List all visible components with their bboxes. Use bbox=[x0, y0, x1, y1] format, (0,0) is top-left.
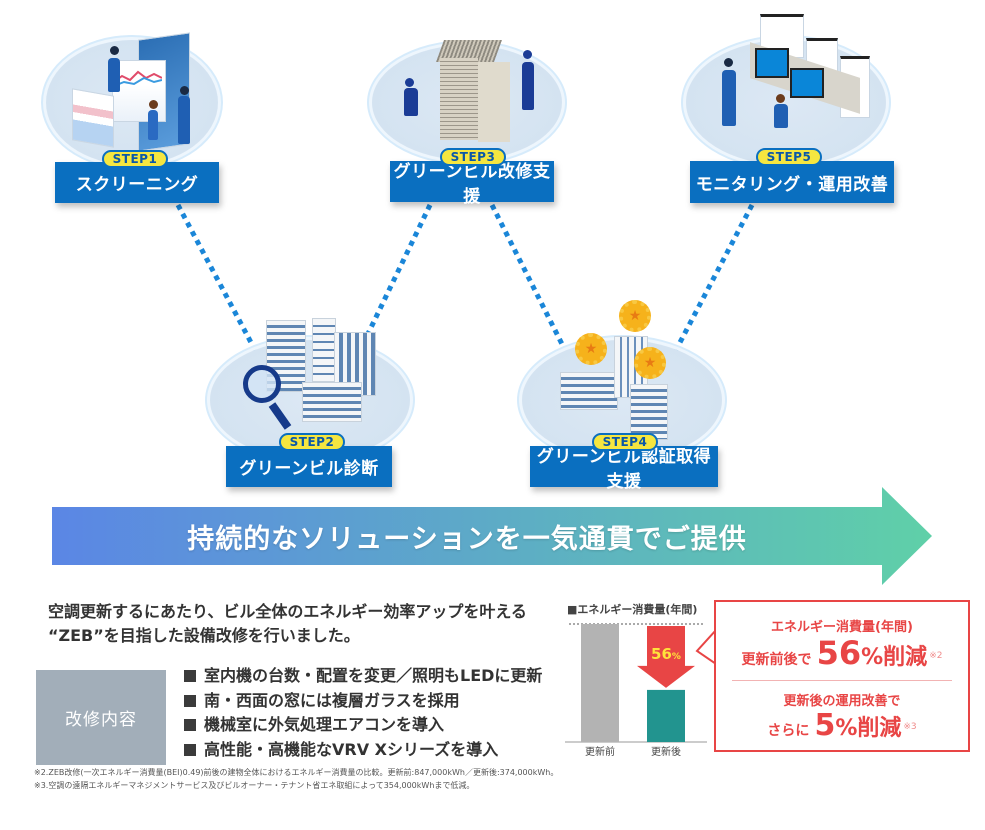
step-2-badge: STEP2 bbox=[279, 433, 345, 451]
step-1-label[interactable]: スクリーニング bbox=[55, 162, 219, 203]
renovation-label-box: 改修内容 bbox=[36, 670, 166, 765]
reduction-arrow-icon bbox=[637, 626, 695, 688]
step-4-label[interactable]: グリーンビル認証取得支援 bbox=[530, 446, 718, 492]
step-3-label[interactable]: グリーンビル改修支援 bbox=[390, 161, 554, 207]
reduction-value: 56 bbox=[651, 645, 672, 663]
banner-text: 持続的なソリューションを一気通貫でご提供 bbox=[187, 523, 747, 555]
renovation-label: 改修内容 bbox=[65, 710, 137, 730]
certification-badge-icon: ★ bbox=[619, 300, 651, 332]
step-4-badge: STEP4 bbox=[592, 433, 658, 451]
step-2-label[interactable]: グリーンビル診断 bbox=[226, 446, 392, 487]
callout-heading: エネルギー消費量(年間) bbox=[771, 620, 913, 635]
renovation-item: 高性能・高機能なVRV Xシリーズを導入 bbox=[184, 738, 542, 763]
intro-text: 空調更新するにあたり、ビル全体のエネルギー効率アップを叶える “ZEB”を目指し… bbox=[48, 600, 527, 648]
callout-line-2: さらに 5%削減※3 bbox=[767, 708, 917, 743]
callout-subheading: 更新後の運用改善で bbox=[783, 694, 901, 709]
connector-step2-step3 bbox=[362, 203, 433, 342]
step-5-label[interactable]: モニタリング・運用改善 bbox=[690, 161, 894, 203]
footnotes: ※2.ZEB改修(一次エネルギー消費量(BEI)0.49)前後の建物全体における… bbox=[34, 766, 558, 792]
connector-step1-step2 bbox=[175, 203, 258, 352]
solution-banner: 持続的なソリューションを一気通貫でご提供 bbox=[52, 487, 932, 585]
certification-badge-icon: ★ bbox=[575, 333, 607, 365]
intro-line-1: 空調更新するにあたり、ビル全体のエネルギー効率アップを叶える bbox=[48, 602, 527, 621]
intro-line-2: “ZEB”を目指した設備改修を行いました。 bbox=[48, 626, 360, 645]
connector-step4-step5 bbox=[673, 203, 755, 352]
reduction-callout: エネルギー消費量(年間) 更新前後で 56%削減※2 更新後の運用改善で さらに… bbox=[714, 600, 970, 752]
callout-line-1: 更新前後で 56%削減※2 bbox=[741, 634, 943, 672]
step-3-badge: STEP3 bbox=[440, 148, 506, 166]
renovation-item: 南・西面の窓には複層ガラスを採用 bbox=[184, 689, 542, 714]
connector-step3-step4 bbox=[489, 203, 568, 352]
bar-更新前 bbox=[581, 624, 619, 742]
magnifier-icon bbox=[243, 365, 281, 403]
step-5-badge: STEP5 bbox=[756, 148, 822, 166]
chart-title: ■エネルギー消費量(年間) bbox=[567, 603, 698, 616]
banner-arrow-shape bbox=[52, 487, 932, 585]
energy-chart: 56% 更新前 更新後 bbox=[565, 623, 707, 758]
square-bullet-icon bbox=[184, 743, 196, 756]
bar-更新後 bbox=[647, 689, 685, 742]
step-1-badge: STEP1 bbox=[102, 150, 168, 168]
callout-divider bbox=[732, 680, 952, 681]
square-bullet-icon bbox=[184, 670, 196, 682]
certification-badge-icon: ★ bbox=[634, 347, 666, 379]
step-connectors bbox=[175, 203, 755, 352]
reduction-unit: % bbox=[672, 652, 681, 662]
renovation-items: 室内機の台数・配置を変更／照明もLEDに更新 南・西面の窓には複層ガラスを採用 … bbox=[184, 664, 542, 762]
square-bullet-icon bbox=[184, 719, 196, 731]
category-label: 更新後 bbox=[651, 745, 681, 758]
category-label: 更新前 bbox=[585, 745, 615, 758]
footnote-2: ※2.ZEB改修(一次エネルギー消費量(BEI)0.49)前後の建物全体における… bbox=[34, 768, 559, 777]
reduction-label: 56% bbox=[651, 645, 681, 663]
renovation-item: 機械室に外気処理エアコンを導入 bbox=[184, 713, 542, 738]
reduction-arrow-shape bbox=[637, 626, 695, 688]
footnote-3: ※3.空調の遠隔エネルギーマネジメントサービス及びビルオーナー・テナント省エネ取… bbox=[34, 781, 475, 790]
renovation-item: 室内機の台数・配置を変更／照明もLEDに更新 bbox=[184, 664, 542, 689]
square-bullet-icon bbox=[184, 694, 196, 707]
